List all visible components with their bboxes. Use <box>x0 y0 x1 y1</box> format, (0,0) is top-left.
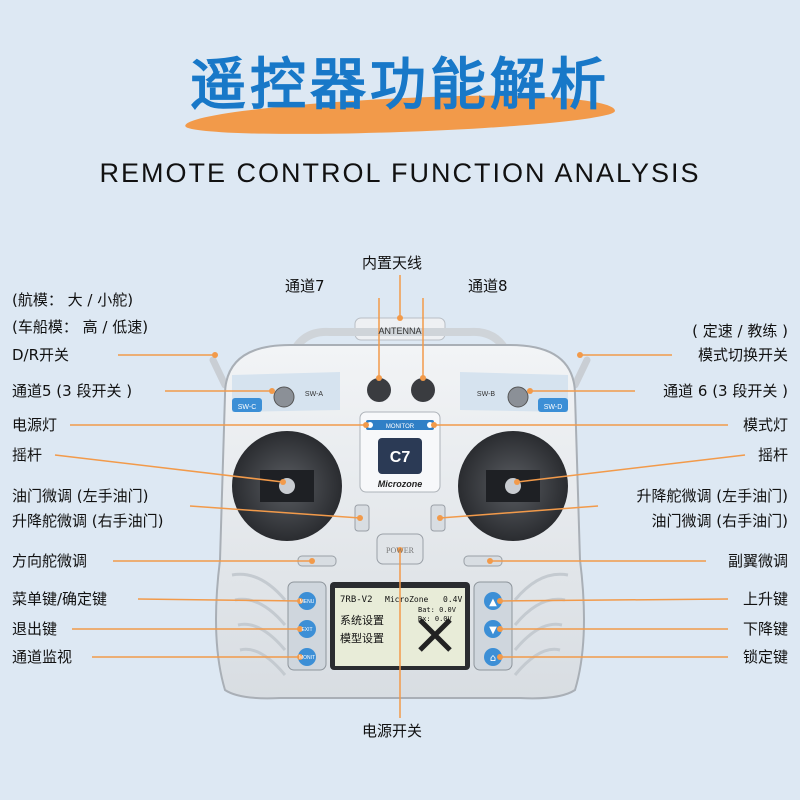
label-stick-left: 摇杆 <box>12 446 43 464</box>
monitor-strip <box>366 420 434 430</box>
label-power-light: 电源灯 <box>12 416 58 434</box>
monit-button-dot <box>298 648 316 666</box>
label-antenna: 内置天线 <box>362 254 423 272</box>
up-arrow-icon: ▲ <box>489 597 497 608</box>
label-lock-key: 锁定键 <box>742 648 788 666</box>
brand-text: Microzone <box>378 479 423 489</box>
lcd-value: 0.4V <box>443 595 462 604</box>
sw-c-tag <box>232 398 262 412</box>
label-ch7: 通道7 <box>285 277 325 295</box>
lcd-line1: 7RB-V2 <box>340 595 373 605</box>
title-block: 遥控器功能解析 <box>0 40 800 140</box>
exit-btn-text: EXIT <box>301 627 312 633</box>
exit-button-dot <box>298 620 316 638</box>
page-title: 遥控器功能解析 <box>190 53 610 118</box>
sw-b-text: SW-B <box>477 391 495 398</box>
lcd-menu1: 系统设置 <box>340 614 384 627</box>
dr-lever <box>209 356 229 389</box>
label-elevator-trim-left: 升降舵微调 (左手油门) <box>636 487 788 505</box>
page-subtitle: REMOTE CONTROL FUNCTION ANALYSIS <box>99 158 701 188</box>
lock-icon: ⌂ <box>490 653 496 664</box>
label-aircraft-mode: (航模： 大 / 小舵) <box>12 291 134 309</box>
lock-button-dot <box>484 648 502 666</box>
sw-d-tag <box>538 398 568 412</box>
leader-lines <box>54 275 746 718</box>
label-stick-right: 摇杆 <box>757 446 788 464</box>
up-button-dot <box>484 592 502 610</box>
label-up-key: 上升键 <box>742 590 788 608</box>
down-button-dot <box>484 620 502 638</box>
model-badge <box>378 438 422 474</box>
model-text: C7 <box>390 449 411 466</box>
lcd-brand: MicroZone <box>385 595 429 604</box>
label-channel-monitor: 通道监视 <box>12 648 73 666</box>
menu-button-dot <box>298 592 316 610</box>
lcd-menu2: 模型设置 <box>340 631 384 645</box>
label-boat-mode: (车船模： 高 / 低速) <box>12 318 149 336</box>
mode-lever <box>571 356 591 389</box>
lcd-batt: Bat: 0.0V <box>418 606 457 614</box>
label-ch5: 通道5 (3 段开关 ) <box>12 382 133 400</box>
label-throttle-trim-right: 油门微调 (右手油门) <box>651 512 788 530</box>
ch6-switch <box>507 386 529 408</box>
monitor-text: MONITOR <box>386 424 415 430</box>
label-ch8: 通道8 <box>468 277 508 295</box>
sw-a-text: SW-A <box>305 391 323 398</box>
menu-btn-text: MENU <box>300 599 315 605</box>
lcd-rx: Rx: 0.0V <box>418 615 453 623</box>
label-mode-switch: 模式切换开关 <box>697 346 788 364</box>
ch7-knob <box>367 378 391 402</box>
label-elevator-trim-right: 升降舵微调 (右手油门) <box>12 512 164 530</box>
lcd-plane-icon <box>418 618 452 652</box>
label-throttle-trim-left: 油门微调 (左手油门) <box>12 487 149 505</box>
label-menu-key: 菜单键/确定键 <box>12 590 108 608</box>
sw-d-text: SW-D <box>544 404 563 411</box>
sw-c-text: SW-C <box>238 404 257 411</box>
ch8-knob <box>411 378 435 402</box>
label-ch6: 通道 6 (3 段开关 ) <box>663 382 788 400</box>
monit-btn-text: MONIT <box>299 655 315 661</box>
power-text: POWER <box>386 546 415 555</box>
down-arrow-icon: ▼ <box>489 625 497 636</box>
label-aileron-trim: 副翼微调 <box>727 552 788 570</box>
ch5-switch <box>273 386 295 408</box>
label-dr-switch: D/R开关 <box>12 346 70 364</box>
label-down-key: 下降键 <box>742 620 788 638</box>
label-mode-light: 模式灯 <box>742 416 788 434</box>
label-power-switch: 电源开关 <box>362 722 423 740</box>
label-exit-key: 退出键 <box>12 620 58 638</box>
label-rudder-trim: 方向舵微调 <box>12 552 88 570</box>
antenna-text: ANTENNA <box>378 326 421 336</box>
label-speed-coach: ( 定速 / 教练 ) <box>692 322 788 340</box>
